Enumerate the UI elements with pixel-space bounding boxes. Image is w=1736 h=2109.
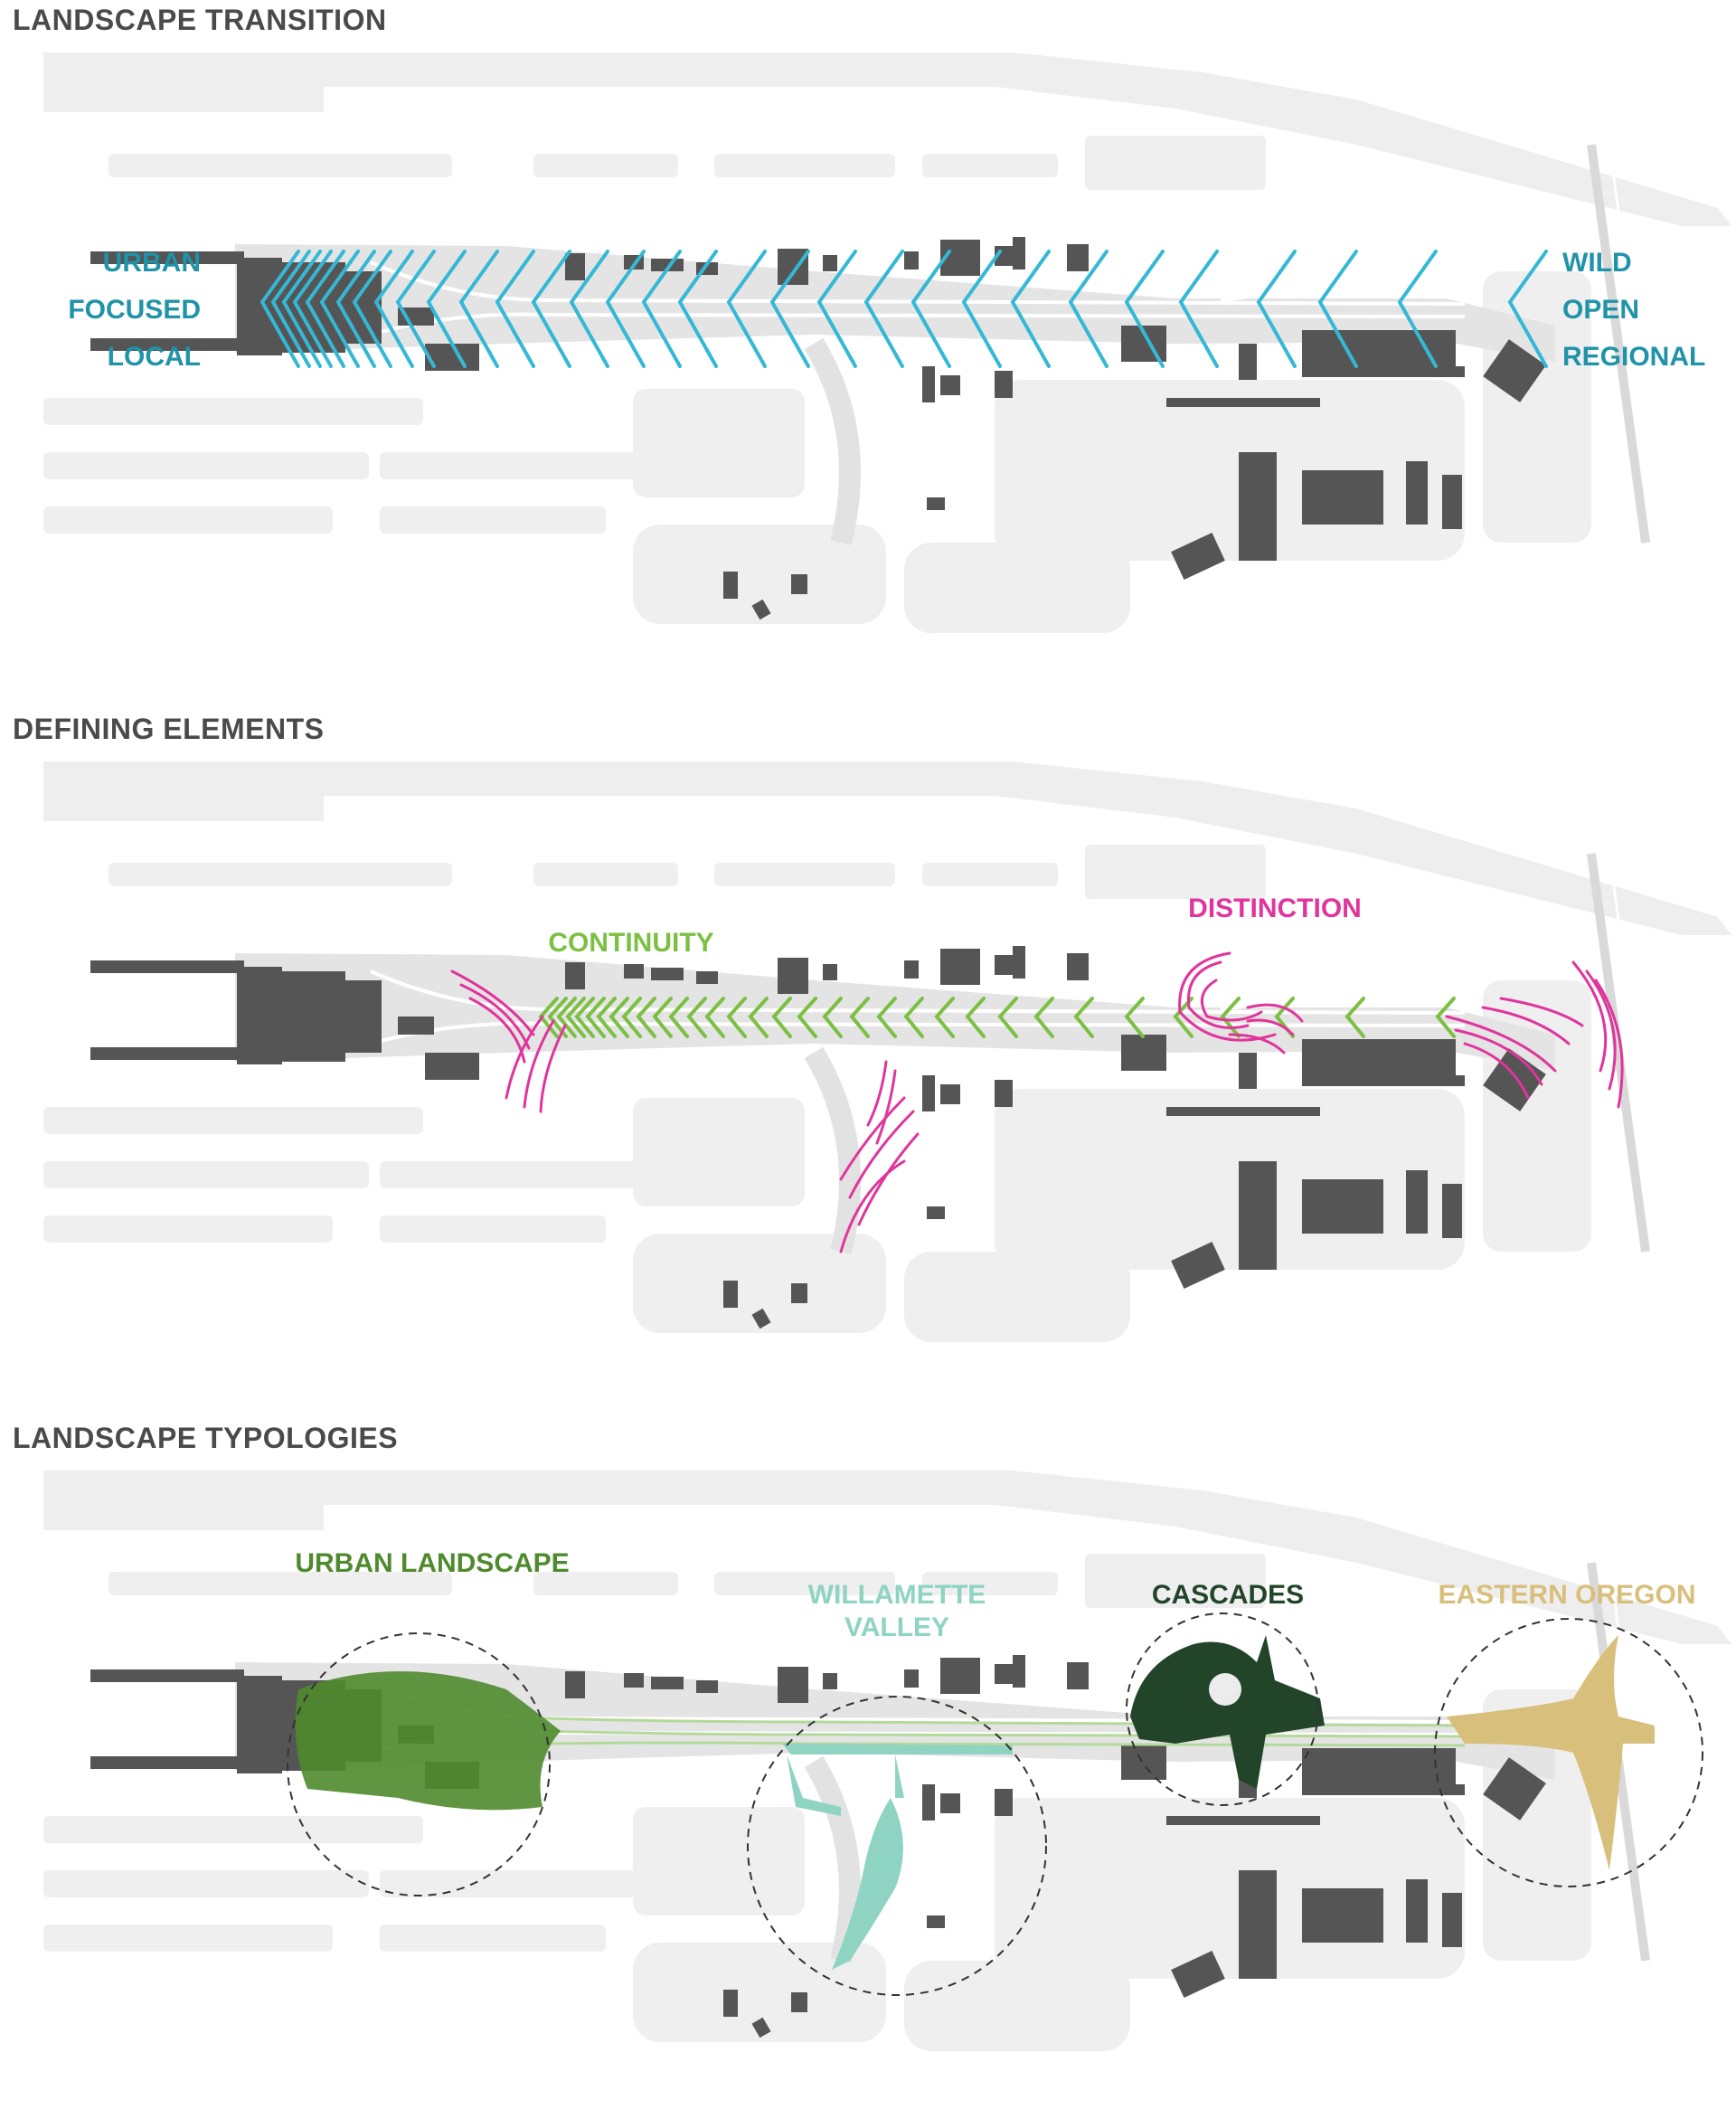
label-focused: FOCUSED: [68, 295, 201, 325]
eastern-oregon-area: [1447, 1635, 1655, 1870]
continuity-label: CONTINUITY: [548, 928, 713, 958]
transition-chevron: [1124, 250, 1165, 368]
continuity-chevron: [1173, 997, 1194, 1038]
willamette-valley-circle: [747, 1696, 1047, 1996]
transition-chevron: [259, 250, 300, 368]
continuity-chevron: [797, 997, 817, 1038]
typology-circles: [287, 1612, 1703, 1996]
panel-title: DEFINING ELEMENTS: [13, 713, 325, 745]
willamette-valley-label-line2: VALLEY: [844, 1612, 949, 1642]
continuity-chevron: [686, 997, 707, 1038]
transition-chevron: [395, 250, 436, 368]
transition-chevron: [677, 250, 718, 368]
label-wild: WILD: [1562, 248, 1632, 278]
continuity-chevron: [652, 997, 673, 1038]
continuity-chevron: [547, 997, 568, 1038]
panel-title: LANDSCAPE TYPOLOGIES: [13, 1422, 399, 1454]
transition-chevron: [1010, 250, 1051, 368]
continuity-chevron: [771, 997, 792, 1038]
corridor-lines: [542, 1717, 1466, 1747]
continuity-chevron: [585, 997, 606, 1038]
distinction-label: DISTINCTION: [1188, 894, 1362, 923]
label-local: LOCAL: [108, 342, 201, 372]
transition-chevron: [305, 250, 345, 368]
transition-chevron: [270, 250, 311, 368]
continuity-chevron: [1033, 997, 1054, 1038]
transition-chevron: [426, 250, 467, 368]
defining-elements-panel: CONTINUITY DISTINCTION DEFINING ELEMENTS: [0, 709, 1736, 1400]
continuity-chevron: [876, 997, 897, 1038]
panel-title: LANDSCAPE TRANSITION: [13, 4, 387, 36]
transition-chevron: [863, 250, 904, 368]
transition-chevron: [1317, 250, 1358, 368]
transition-chevron: [1397, 250, 1438, 368]
defining-elements-map: CONTINUITY DISTINCTION: [0, 709, 1736, 1400]
cascades-circle: [1126, 1612, 1319, 1806]
continuity-chevron: [1220, 997, 1241, 1038]
transition-chevron: [961, 250, 1002, 368]
continuity-chevron: [965, 997, 986, 1038]
landscape-typologies-map: URBAN LANDSCAPE WILLAMETTE VALLEY CASCAD…: [0, 1418, 1736, 2109]
label-regional: REGIONAL: [1562, 342, 1705, 372]
transition-chevron: [458, 250, 499, 368]
transition-chevron: [569, 250, 609, 368]
eastern-oregon-label: EASTERN OREGON: [1438, 1580, 1695, 1610]
continuity-chevron: [704, 997, 725, 1038]
eastern-oregon-circle: [1434, 1618, 1703, 1887]
continuity-chevron: [621, 997, 642, 1038]
landscape-transition-panel: URBAN FOCUSED LOCAL WILD OPEN REGIONAL L…: [0, 0, 1736, 691]
continuity-chevron: [934, 997, 955, 1038]
cascades-label: CASCADES: [1152, 1580, 1304, 1610]
continuity-chevron: [726, 997, 747, 1038]
transition-chevron: [1507, 250, 1548, 368]
continuity-chevron: [668, 997, 689, 1038]
transition-chevron: [495, 250, 535, 368]
landscape-typologies-panel: URBAN LANDSCAPE WILLAMETTE VALLEY CASCAD…: [0, 1418, 1736, 2109]
continuity-chevron: [596, 997, 617, 1038]
transition-chevron: [816, 250, 857, 368]
transition-chevron: [1178, 250, 1219, 368]
transition-chevron: [726, 250, 767, 368]
continuity-chevron: [822, 997, 843, 1038]
urban-landscape-label: URBAN LANDSCAPE: [295, 1548, 569, 1578]
continuity-chevron: [1124, 997, 1145, 1038]
continuity-chevron: [636, 997, 656, 1038]
transition-chevron: [335, 250, 376, 368]
continuity-chevron: [997, 997, 1018, 1038]
continuity-chevron: [1073, 997, 1094, 1038]
continuity-chevron: [1435, 997, 1456, 1038]
continuity-chevron: [538, 997, 559, 1038]
transition-chevron: [292, 250, 333, 368]
label-open: OPEN: [1562, 295, 1639, 325]
landscape-transition-map: URBAN FOCUSED LOCAL WILD OPEN REGIONAL: [0, 0, 1736, 691]
continuity-chevron: [565, 997, 586, 1038]
continuity-chevron: [903, 997, 924, 1038]
continuity-chevron: [849, 997, 870, 1038]
transition-chevron: [352, 250, 392, 368]
transition-chevron: [319, 250, 360, 368]
distinction-marks: [450, 951, 1624, 1253]
transition-chevrons: [259, 250, 1548, 368]
urban-landscape-area: [295, 1671, 561, 1811]
continuity-chevron: [1344, 997, 1365, 1038]
transition-chevron: [1256, 250, 1297, 368]
transition-chevron: [605, 250, 646, 368]
willamette-valley-label-line1: WILLAMETTE: [808, 1580, 986, 1610]
continuity-chevron: [609, 997, 629, 1038]
transition-chevron: [910, 250, 951, 368]
continuity-chevron: [574, 997, 595, 1038]
continuity-chevron: [748, 997, 769, 1038]
urban-landscape-circle: [287, 1632, 551, 1896]
transition-chevron: [1068, 250, 1109, 368]
label-urban: URBAN: [103, 248, 201, 278]
cascades-area: [1130, 1635, 1325, 1789]
continuity-chevron: [556, 997, 577, 1038]
transition-chevron: [641, 250, 682, 368]
transition-chevron: [373, 250, 414, 368]
transition-chevron: [769, 250, 810, 368]
continuity-chevrons: [538, 997, 1456, 1038]
transition-chevron: [281, 250, 322, 368]
willamette-valley-area: [782, 1744, 1013, 1970]
transition-chevron: [531, 250, 571, 368]
